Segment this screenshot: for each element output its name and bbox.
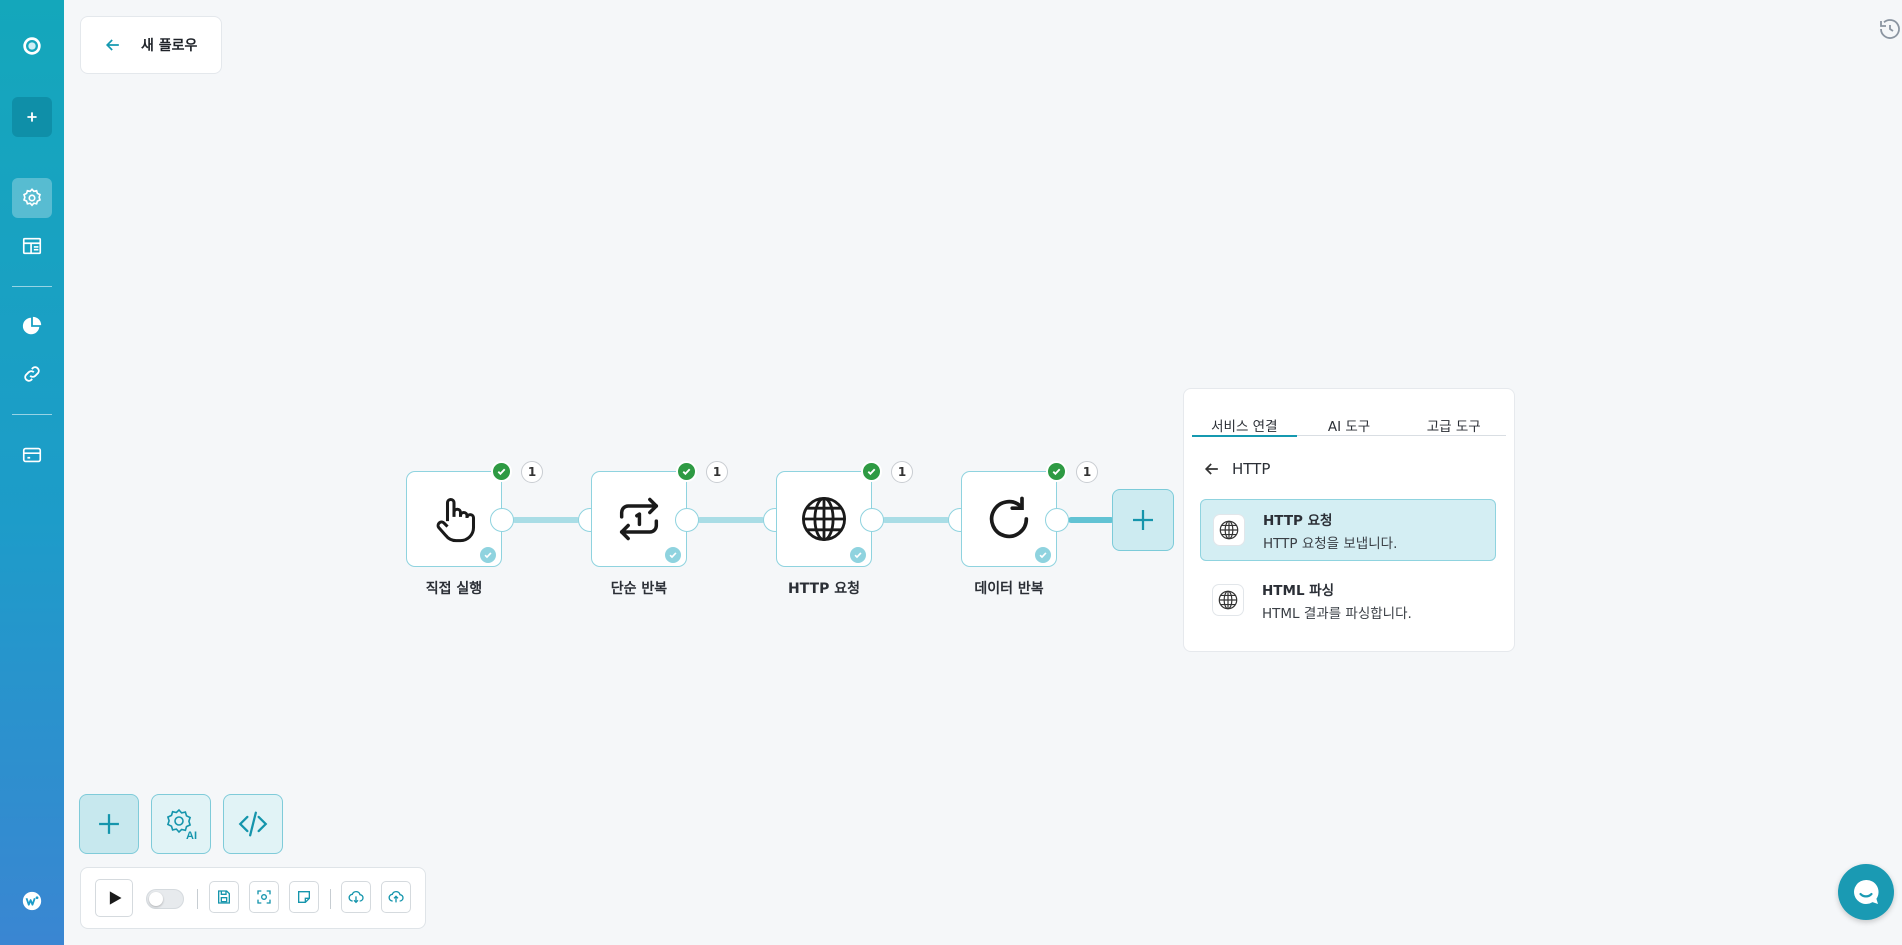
sidebar-divider bbox=[12, 414, 52, 415]
sticky-note-button[interactable] bbox=[289, 881, 319, 913]
add-node-button[interactable] bbox=[1112, 489, 1174, 551]
option-description: HTTP 요청을 보냅니다. bbox=[1263, 535, 1398, 552]
cloud-upload-icon bbox=[388, 891, 404, 903]
brand-logo-icon[interactable] bbox=[12, 881, 52, 921]
option-description: HTML 결과를 파싱합니다. bbox=[1262, 605, 1412, 622]
code-view-button[interactable] bbox=[223, 794, 283, 854]
output-port[interactable] bbox=[860, 508, 884, 532]
node-picker-panel: 서비스 연결 AI 도구 고급 도구 HTTP HTTP 요청 HTTP 요청을… bbox=[1183, 388, 1515, 652]
activate-toggle[interactable] bbox=[146, 889, 184, 909]
output-port[interactable] bbox=[675, 508, 699, 532]
save-button[interactable] bbox=[209, 881, 239, 913]
sidebar-item-flows[interactable] bbox=[12, 178, 52, 218]
sidebar-item-analytics[interactable] bbox=[12, 306, 52, 346]
plus-icon bbox=[1133, 510, 1153, 530]
run-count-badge: 1 bbox=[706, 461, 728, 483]
sticky-note-icon bbox=[298, 891, 310, 903]
node-label: HTTP 요청 bbox=[787, 581, 861, 597]
success-check-icon bbox=[491, 461, 512, 482]
success-check-icon bbox=[861, 461, 882, 482]
connector-line bbox=[1068, 517, 1114, 523]
toolbar-divider bbox=[330, 889, 331, 909]
success-check-icon bbox=[676, 461, 697, 482]
save-icon bbox=[218, 890, 230, 904]
connector-line bbox=[512, 517, 580, 523]
node-label: 직접 실행 bbox=[425, 581, 483, 597]
sidebar-divider bbox=[12, 286, 52, 287]
flow-title-card: 새 플로우 bbox=[80, 16, 222, 74]
ai-settings-button[interactable]: AI bbox=[151, 794, 211, 854]
node-label: 단순 반복 bbox=[610, 581, 668, 597]
flow-title[interactable]: 새 플로우 bbox=[141, 38, 198, 54]
globe-icon bbox=[802, 497, 846, 541]
option-title: HTTP 요청 bbox=[1263, 512, 1333, 529]
output-port[interactable] bbox=[1045, 508, 1069, 532]
screenshot-button[interactable] bbox=[249, 881, 279, 913]
gear-icon bbox=[23, 188, 41, 207]
output-port[interactable] bbox=[490, 508, 514, 532]
node-check-icon bbox=[663, 545, 683, 565]
bottom-toolbar bbox=[80, 867, 426, 929]
sidebar-item-billing[interactable] bbox=[12, 435, 52, 475]
link-icon bbox=[24, 366, 40, 382]
sidebar-item-connections[interactable] bbox=[12, 354, 52, 394]
chat-icon bbox=[1854, 879, 1879, 904]
panel-tabs: 서비스 연결 AI 도구 고급 도구 bbox=[1192, 397, 1506, 437]
breadcrumb: HTTP bbox=[1202, 459, 1270, 479]
chat-support-button[interactable] bbox=[1838, 864, 1894, 920]
pie-chart-icon bbox=[22, 316, 42, 335]
plus-icon bbox=[99, 814, 119, 834]
node-label: 데이터 반복 bbox=[974, 581, 1044, 597]
card-icon bbox=[22, 447, 42, 463]
breadcrumb-label: HTTP bbox=[1232, 460, 1271, 478]
app-logo-icon[interactable] bbox=[12, 26, 52, 66]
connector-line bbox=[697, 517, 765, 523]
toolbar-divider bbox=[197, 889, 198, 909]
option-http-request[interactable]: HTTP 요청 HTTP 요청을 보냅니다. bbox=[1200, 499, 1496, 561]
tab-advanced-tools[interactable]: 고급 도구 bbox=[1426, 419, 1481, 435]
option-title: HTML 파싱 bbox=[1262, 582, 1335, 599]
connector-line bbox=[882, 517, 950, 523]
node-check-icon bbox=[848, 545, 868, 565]
add-flow-button[interactable] bbox=[12, 97, 52, 137]
focus-capture-icon bbox=[257, 890, 271, 904]
success-check-icon bbox=[1046, 461, 1067, 482]
run-count-badge: 1 bbox=[891, 461, 913, 483]
globe-icon bbox=[1212, 584, 1244, 616]
add-node-tool-button[interactable] bbox=[79, 794, 139, 854]
node-check-icon bbox=[478, 545, 498, 565]
cloud-download-icon bbox=[348, 891, 364, 904]
run-count-badge: 1 bbox=[521, 461, 543, 483]
brand-icon bbox=[22, 891, 42, 911]
plus-icon bbox=[27, 112, 37, 122]
history-icon[interactable] bbox=[1878, 17, 1902, 41]
back-arrow-icon[interactable] bbox=[103, 35, 123, 55]
refresh-icon bbox=[989, 496, 1029, 539]
play-icon bbox=[109, 891, 122, 905]
option-html-parse[interactable]: HTML 파싱 HTML 결과를 파싱합니다. bbox=[1200, 569, 1496, 631]
upload-button[interactable] bbox=[381, 881, 411, 913]
repeat-icon bbox=[619, 497, 659, 541]
download-button[interactable] bbox=[341, 881, 371, 913]
globe-icon bbox=[1213, 514, 1245, 546]
node-check-icon bbox=[1033, 545, 1053, 565]
tab-service-connect[interactable]: 서비스 연결 bbox=[1192, 397, 1297, 437]
sidebar-item-templates[interactable] bbox=[12, 226, 52, 266]
run-button[interactable] bbox=[95, 879, 133, 917]
hand-pointer-icon bbox=[436, 498, 476, 543]
back-arrow-icon[interactable] bbox=[1202, 459, 1222, 479]
layout-icon bbox=[22, 237, 42, 255]
code-icon bbox=[238, 811, 268, 837]
sidebar bbox=[0, 0, 64, 945]
run-count-badge: 1 bbox=[1076, 461, 1098, 483]
tab-ai-tools[interactable]: AI 도구 bbox=[1327, 419, 1371, 435]
ai-badge: AI bbox=[186, 830, 197, 841]
gear-ai-icon: AI bbox=[166, 808, 197, 841]
